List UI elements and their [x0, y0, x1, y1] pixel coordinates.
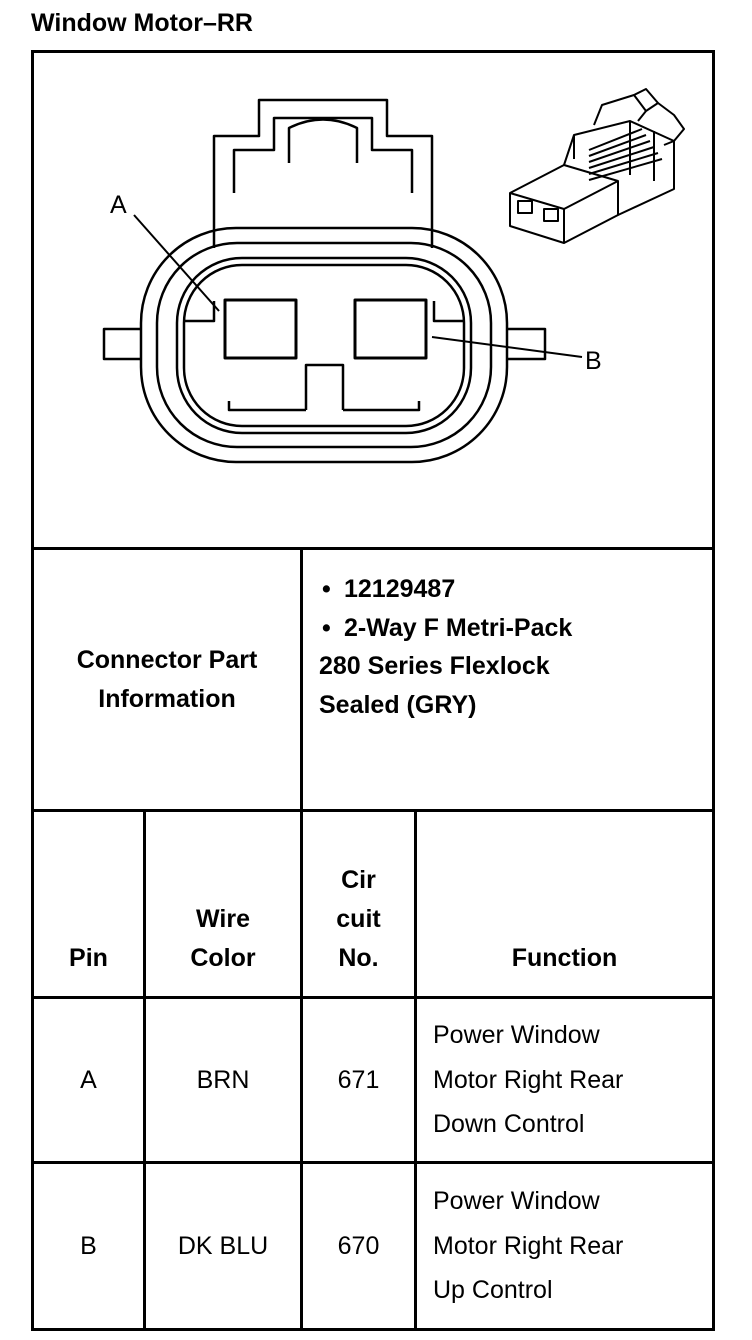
connector-housing-outer [139, 226, 509, 464]
table-row-a-pin: A [80, 1065, 97, 1094]
connector-description-line2: 280 Series Flexlock [319, 652, 550, 680]
connector-ear-left [102, 327, 141, 361]
table-row-b-circuit: 670 [337, 1231, 380, 1260]
bullet-icon: • [322, 575, 331, 603]
callout-b-leader [431, 336, 583, 358]
table-row-b-function: Power Window Motor Right Rear Up Control [433, 1187, 624, 1305]
table-row-a-function: Power Window Motor Right Rear Down Contr… [433, 1021, 624, 1139]
divider [414, 809, 417, 1331]
bullet-icon: • [322, 613, 331, 642]
connector-info-label-line2: Information [98, 684, 236, 713]
part-number: 12129487 [344, 575, 456, 603]
divider [34, 1161, 712, 1164]
table-row-b-pin: B [80, 1231, 97, 1260]
divider [34, 547, 712, 550]
connector-ear-right [507, 327, 547, 361]
divider [34, 809, 712, 812]
connector-diagram: A B [102, 88, 685, 464]
page-title: Window Motor–RR [31, 9, 253, 37]
connector-info-values: • 12129487 • 2-Way F Metri-Pack 280 Series… [304, 570, 572, 724]
callout-b-label: B [585, 347, 602, 375]
terminal-cavity-b [353, 298, 428, 360]
header-circuit-number: Cir cuit No. [336, 866, 381, 972]
connector-info-label-line1: Connector Part [76, 646, 258, 674]
connector-description-line1: 2-Way F Metri-Pack [344, 613, 573, 642]
connector-info-label: Connector Part Information [34, 550, 300, 809]
header-function: Function [511, 944, 618, 972]
table-row-a-circuit: 671 [337, 1065, 380, 1094]
divider [143, 809, 146, 1331]
connector-end-view-frame: A B Connector Part Information • 12129487… [31, 50, 715, 1331]
callout-a-leader [133, 214, 220, 312]
divider [300, 547, 303, 810]
callout-a-label: A [110, 191, 127, 219]
connector-perspective-view [509, 88, 685, 244]
header-wire-color: Wire Color [190, 905, 256, 972]
header-pin: Pin [69, 944, 108, 972]
divider [300, 809, 303, 1331]
table-row-b-wire-color: DK BLU [177, 1231, 269, 1260]
connector-description-line3: Sealed (GRY) [319, 690, 477, 719]
terminal-cavity-a [223, 298, 298, 360]
connector-latch [212, 98, 434, 248]
table-row-a-wire-color: BRN [196, 1065, 250, 1094]
divider [34, 996, 712, 999]
